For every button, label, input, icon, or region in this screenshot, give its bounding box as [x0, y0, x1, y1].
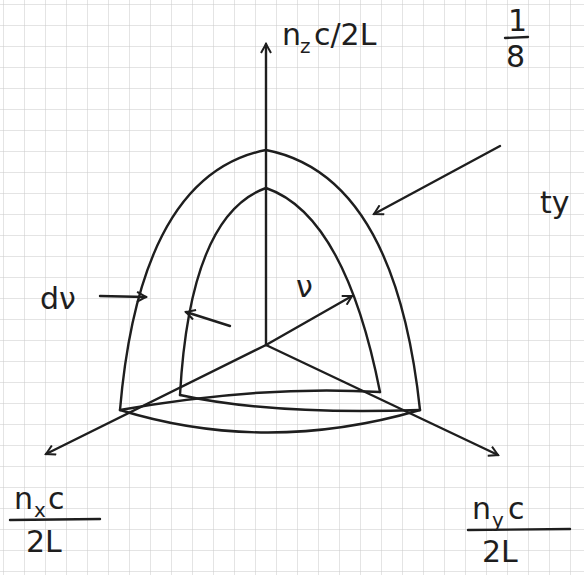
axis-label: 2L: [482, 537, 518, 567]
inner-shell-arc: [180, 188, 380, 395]
axis-subscript: x: [34, 500, 46, 520]
dnu-arrow: [186, 312, 230, 326]
fraction-bar: [505, 37, 528, 38]
symbol-label: dν: [40, 284, 76, 314]
axis-label: c: [508, 494, 525, 524]
callout-arrow: [374, 146, 500, 214]
fraction-denominator: 8: [506, 42, 525, 72]
nu-arrow: [266, 296, 352, 345]
symbol-label: ν: [296, 272, 313, 302]
fraction-bar: [468, 529, 570, 530]
axis-label: n: [14, 484, 33, 514]
note-text: ty: [540, 188, 570, 218]
inner-shell-base: [180, 395, 420, 411]
fraction-bar: [10, 519, 100, 520]
y-axis: [266, 345, 498, 455]
axis-label: c/2L: [314, 20, 376, 50]
axis-subscript: z: [300, 36, 311, 56]
axis-label: c: [48, 484, 65, 514]
fraction-numerator: 1: [508, 6, 527, 36]
z-axis: [265, 44, 267, 345]
axis-label: 2L: [26, 527, 62, 557]
axis-label: n: [282, 20, 301, 50]
outer-shell-base: [120, 410, 420, 433]
x-axis: [46, 345, 266, 454]
dnu-arrow: [100, 296, 146, 297]
axis-subscript: y: [492, 510, 504, 530]
outer-shell-arc: [120, 150, 420, 410]
axis-label: n: [472, 494, 491, 524]
